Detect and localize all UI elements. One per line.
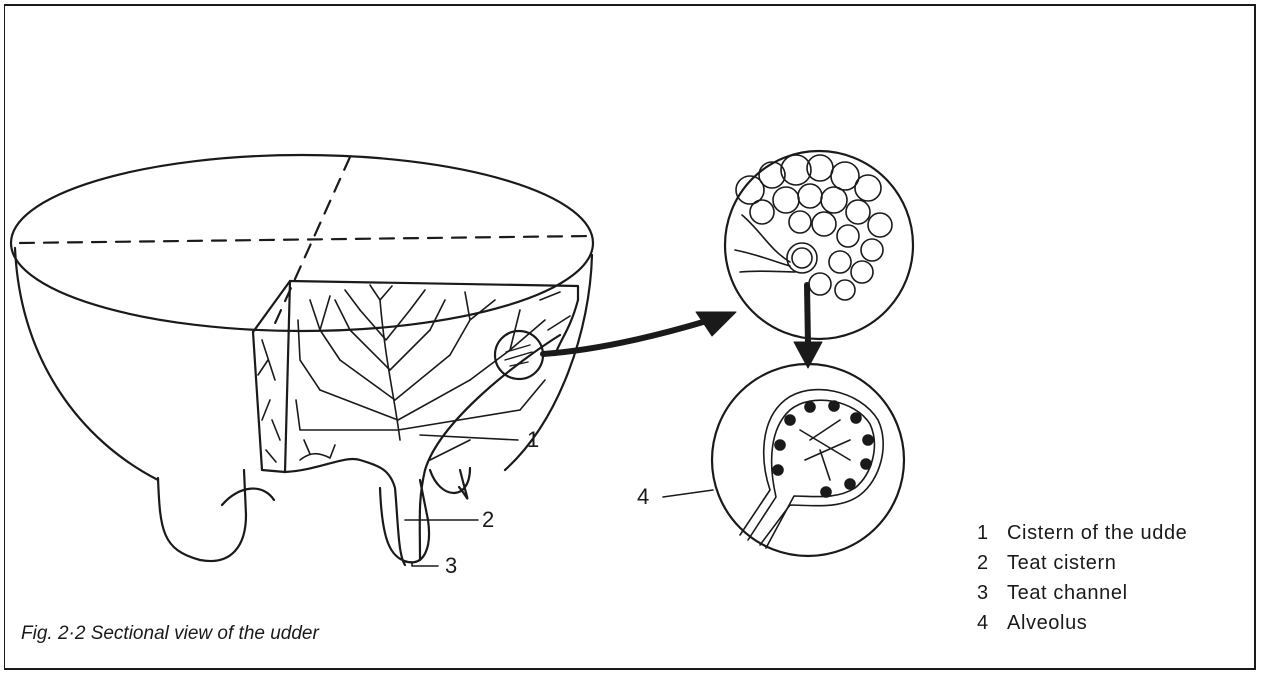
legend-number: 3 (977, 582, 1007, 605)
figure-caption: Fig. 2·2 Sectional view of the udder (21, 623, 319, 645)
legend-number: 1 (977, 522, 1007, 545)
callout-3: 3 (445, 553, 457, 579)
legend-label: Alveolus (1007, 612, 1087, 635)
legend-number: 2 (977, 552, 1007, 575)
callout-1: 1 (527, 427, 539, 453)
alveoli-cluster-detail (725, 151, 913, 339)
callout-2: 2 (482, 507, 494, 533)
legend-label: Cistern of the udde (1007, 522, 1187, 545)
leader-lines (404, 435, 713, 566)
arrow-down (794, 285, 822, 368)
legend-label: Teat cistern (1007, 552, 1116, 575)
legend-number: 4 (977, 612, 1007, 635)
alveolus-detail (712, 364, 904, 556)
udder-body (11, 155, 593, 480)
callout-4: 4 (637, 484, 649, 510)
milk-ducts (258, 285, 570, 462)
legend-label: Teat channel (1007, 582, 1128, 605)
